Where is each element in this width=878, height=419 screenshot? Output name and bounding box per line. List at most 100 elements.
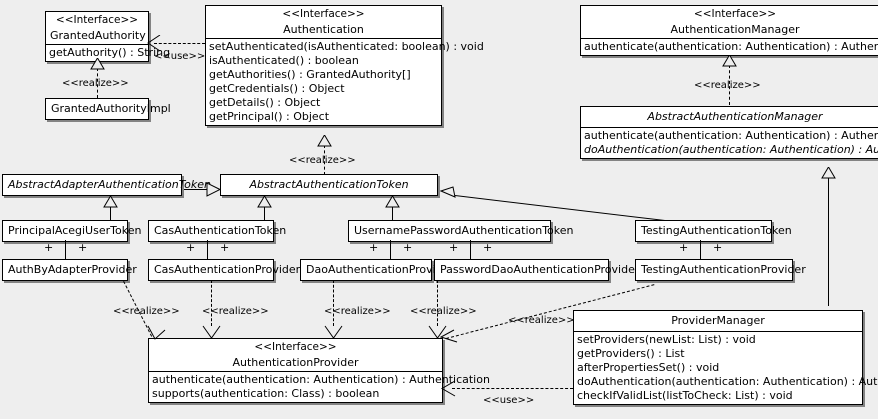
generalization-line-username-password-token	[392, 207, 393, 220]
operation: authenticate(authentication: Authenticat…	[584, 39, 878, 53]
operation: getAuthority() : String	[49, 45, 171, 59]
class-header: <<Interface>> AuthenticationProvider	[149, 339, 442, 371]
divider	[581, 37, 878, 39]
realization-triangle-granted-authority	[90, 58, 105, 70]
stereotype-realize-label: <<realize>>	[202, 306, 269, 317]
stereotype-label: <<Interface>>	[55, 14, 139, 26]
class-name-label: AbstractAdapterAuthenticationToken	[8, 178, 211, 191]
association-line-cas-token	[207, 240, 208, 260]
realization-triangle-authentication	[317, 135, 332, 147]
association-plus-left: +	[449, 241, 459, 254]
class-box-abstract-adapter-authentication-token[interactable]: AbstractAdapterAuthenticationToken	[2, 174, 211, 196]
association-plus-right: +	[483, 241, 493, 254]
class-header: <<Interface>> Authentication	[206, 6, 441, 38]
stereotype-realize-label: <<realize>>	[410, 306, 477, 317]
divider	[46, 43, 148, 45]
class-header: TestingAuthenticationProvider	[636, 260, 806, 280]
realization-arrow-cas-provider	[202, 325, 221, 340]
association-plus-left: +	[369, 241, 379, 254]
class-box-cas-authentication-token[interactable]: CasAuthenticationToken	[148, 220, 287, 242]
class-box-granted-authority-impl[interactable]: GrantedAuthorityImpl	[45, 98, 171, 120]
class-name-label: PrincipalAcegiUserToken	[8, 224, 142, 237]
stereotype-use-label: <<use>>	[154, 51, 206, 62]
realization-line-password-dao-provider	[437, 280, 438, 326]
class-box-abstract-authentication-manager[interactable]: AbstractAuthenticationManager authentica…	[580, 106, 878, 159]
generalization-triangle-username-password-token	[385, 196, 400, 208]
class-box-authentication-manager[interactable]: <<Interface>> AuthenticationManager auth…	[580, 5, 878, 56]
generalization-line-cas-token	[264, 207, 265, 220]
stereotype-realize-label: <<realize>>	[289, 155, 356, 166]
stereotype-realize-label: <<realize>>	[324, 306, 391, 317]
dependency-line-granted-authority	[154, 43, 205, 44]
class-name-label: AuthenticationManager	[670, 22, 800, 36]
realization-line-granted-authority	[97, 68, 98, 98]
class-header: CasAuthenticationProvider	[149, 260, 300, 280]
operation: afterPropertiesSet() : void	[577, 361, 720, 374]
stereotype-label: <<Interface>>	[282, 8, 365, 20]
class-box-testing-authentication-token[interactable]: TestingAuthenticationToken	[635, 220, 792, 242]
class-header: <<Interface>> AuthenticationManager	[581, 6, 878, 38]
class-box-authentication[interactable]: <<Interface>> Authentication setAuthenti…	[205, 5, 484, 126]
class-name-label: GrantedAuthority	[50, 28, 146, 42]
class-name-label: AbstractAuthenticationToken	[249, 178, 409, 191]
class-name-label: AuthByAdapterProvider	[8, 263, 137, 276]
generalization-line-adapter-token	[184, 189, 207, 190]
class-box-abstract-authentication-token[interactable]: AbstractAuthenticationToken	[220, 174, 438, 196]
class-name-label: PasswordDaoAuthenticationProvider	[440, 263, 640, 276]
operation: supports(authentication: Class) : boolea…	[152, 386, 380, 400]
association-line-testing-token	[700, 240, 701, 260]
association-plus-left: +	[679, 241, 689, 254]
operation: setAuthenticated(isAuthenticated: boolea…	[209, 39, 484, 53]
association-plus-left: +	[186, 241, 196, 254]
class-box-granted-authority[interactable]: <<Interface>> GrantedAuthority getAuthor…	[45, 11, 171, 62]
class-box-password-dao-authentication-provider[interactable]: PasswordDaoAuthenticationProvider	[434, 259, 640, 281]
class-name-label: AbstractAuthenticationManager	[647, 110, 823, 123]
divider	[206, 37, 441, 39]
class-header: <<Interface>> GrantedAuthority	[46, 12, 148, 44]
class-box-authentication-provider[interactable]: <<Interface>> AuthenticationProvider aut…	[148, 338, 490, 403]
class-name-label: CasAuthenticationToken	[154, 224, 287, 237]
class-box-dao-authentication-provider[interactable]: DaoAuthenticationProvider	[300, 259, 454, 281]
class-box-provider-manager[interactable]: ProviderManager setProviders(newList: Li…	[573, 310, 878, 405]
class-header: PasswordDaoAuthenticationProvider	[435, 260, 640, 280]
class-header: ProviderManager	[574, 311, 862, 331]
operation: setProviders(newList: List) : void	[577, 333, 756, 346]
association-line-principal-token	[65, 240, 66, 260]
class-box-cas-authentication-provider[interactable]: CasAuthenticationProvider	[148, 259, 300, 281]
class-box-principal-acegi-user-token[interactable]: PrincipalAcegiUserToken	[2, 220, 142, 242]
class-box-auth-by-adapter-provider[interactable]: AuthByAdapterProvider	[2, 259, 137, 281]
stereotype-use-label: <<use>>	[483, 395, 535, 406]
class-header: TestingAuthenticationToken	[636, 221, 792, 241]
class-header: CasAuthenticationToken	[149, 221, 287, 241]
class-name-label: UsernamePasswordAuthenticationToken	[354, 224, 574, 237]
operation: getAuthorities() : GrantedAuthority[]	[209, 67, 411, 81]
realization-line-cas-provider	[211, 280, 212, 326]
operation: doAuthentication(authentication: Authent…	[584, 143, 878, 156]
class-header: AuthByAdapterProvider	[3, 260, 137, 280]
class-header: AbstractAuthenticationManager	[581, 107, 878, 127]
realization-arrow-password-dao-provider	[428, 325, 447, 340]
stereotype-label: <<Interface>>	[693, 8, 777, 20]
class-name-label: ProviderManager	[671, 314, 765, 327]
stereotype-realize-label: <<realize>>	[62, 78, 129, 89]
operation: authenticate(authentication: Authenticat…	[152, 372, 490, 386]
generalization-triangle-adapter-token	[206, 182, 221, 197]
association-plus-right: +	[78, 241, 88, 254]
operation: doAuthentication(authentication: Authent…	[577, 375, 878, 388]
operation: authenticate(authentication: Authenticat…	[584, 129, 878, 142]
class-name-label: TestingAuthenticationToken	[641, 224, 792, 237]
realization-triangle-authentication-manager	[722, 55, 737, 67]
operations-compartment: authenticate(authentication: Authenticat…	[581, 128, 878, 158]
operations-compartment: authenticate(authentication: Authenticat…	[581, 39, 878, 55]
class-header: DaoAuthenticationProvider	[301, 260, 454, 280]
operations-compartment: getAuthority() : String	[46, 45, 171, 61]
class-box-testing-authentication-provider[interactable]: TestingAuthenticationProvider	[635, 259, 806, 281]
class-header: AbstractAuthenticationToken	[221, 175, 437, 195]
generalization-line-testing-token	[454, 195, 673, 222]
class-name-label: DaoAuthenticationProvider	[306, 263, 454, 276]
class-box-username-password-authentication-token[interactable]: UsernamePasswordAuthenticationToken	[348, 220, 574, 242]
divider	[581, 127, 878, 128]
dependency-line-provider-manager	[452, 388, 573, 389]
realization-line-dao-provider	[333, 280, 334, 326]
